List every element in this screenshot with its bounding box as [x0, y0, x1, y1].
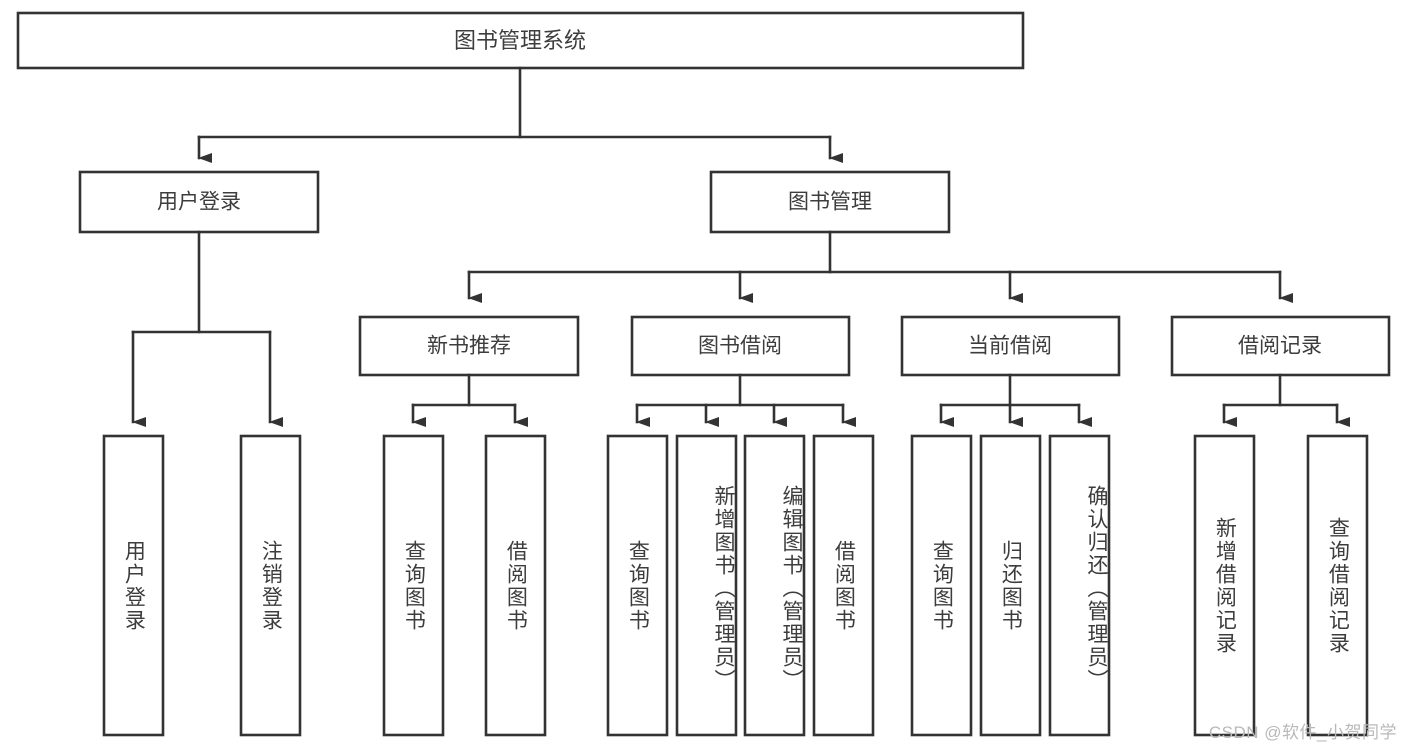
leaf-box-book-borrow-1[interactable]	[606, 434, 669, 737]
node-root-box[interactable]	[16, 11, 1025, 70]
leaf-box-current-borrow-2[interactable]	[979, 434, 1042, 737]
node-book-manage-label: 图书管理	[788, 191, 872, 214]
watermark-text: CSDN @软件_小贺同学	[1208, 723, 1397, 742]
leaf-box-user-login-2[interactable]	[239, 434, 302, 737]
leaf-box-user-login-1[interactable]	[102, 434, 165, 737]
node-borrow-record-box[interactable]	[1170, 315, 1391, 377]
node-book-borrow-box[interactable]	[630, 315, 851, 377]
node-book-manage-box[interactable]	[709, 170, 951, 234]
node-book-borrow-label: 图书借阅	[698, 335, 782, 358]
node-current-borrow-box[interactable]	[900, 315, 1121, 377]
leaf-box-borrow-record-2[interactable]	[1306, 434, 1369, 737]
leaf-box-new-book-1[interactable]	[382, 434, 445, 737]
leaf-box-current-borrow-1[interactable]	[910, 434, 973, 737]
leaf-box-book-borrow-2[interactable]	[675, 434, 738, 737]
leaf-box-book-borrow-4[interactable]	[812, 434, 875, 737]
node-user-login-label: 用户登录	[157, 191, 241, 214]
node-new-book-box[interactable]	[358, 315, 580, 377]
leaf-box-book-borrow-3[interactable]	[743, 434, 806, 737]
leaf-box-new-book-2[interactable]	[484, 434, 547, 737]
leaf-box-borrow-record-1[interactable]	[1193, 434, 1256, 737]
node-root-label: 图书管理系统	[454, 28, 586, 53]
node-borrow-record-label: 借阅记录	[1238, 335, 1322, 358]
leaf-box-current-borrow-3[interactable]	[1048, 434, 1111, 737]
node-current-borrow-label: 当前借阅	[968, 335, 1052, 358]
node-new-book-label: 新书推荐	[427, 335, 511, 358]
